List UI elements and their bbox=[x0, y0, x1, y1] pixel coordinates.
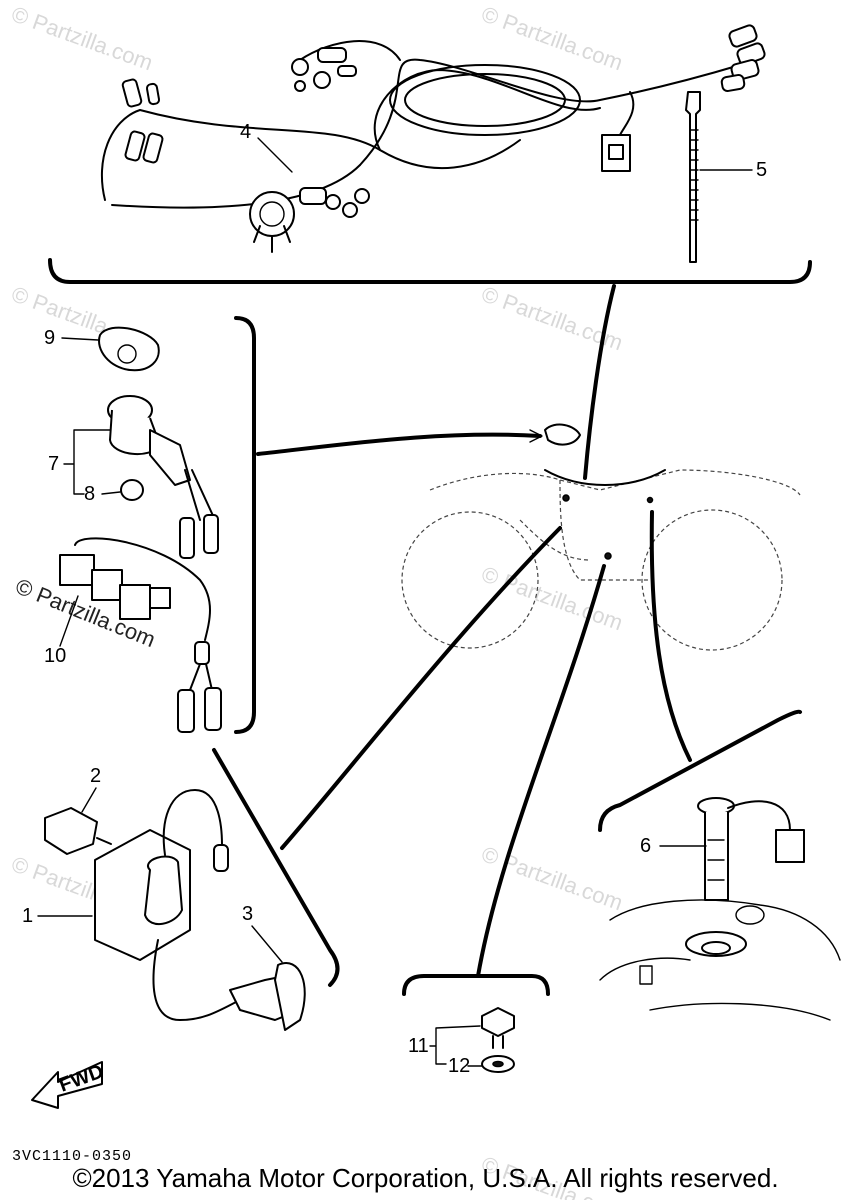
svg-text:© Partzilla.com: © Partzilla.com bbox=[8, 1, 156, 75]
svg-text:© Partzilla.com: © Partzilla.com bbox=[478, 1, 626, 75]
arrow-head bbox=[529, 429, 543, 443]
callout-6: 6 bbox=[640, 835, 651, 857]
leader-coil bbox=[280, 526, 562, 850]
callout-11: 11 bbox=[408, 1035, 429, 1057]
cable-tie bbox=[685, 91, 701, 263]
bolt-bracket bbox=[402, 974, 550, 996]
svg-text:© Partzilla.com: © Partzilla.com bbox=[478, 281, 626, 355]
bolt-washer bbox=[481, 1007, 515, 1073]
callout-3: 3 bbox=[242, 903, 253, 925]
leader-harness bbox=[583, 284, 616, 480]
ignition-coil bbox=[44, 789, 306, 1031]
fwd-arrow: FWD bbox=[31, 1060, 107, 1109]
catalog-code: 3VC1110-0350 bbox=[12, 1148, 133, 1165]
parts-7-10 bbox=[59, 326, 222, 733]
copyright-notice: ©2013 Yamaha Motor Corporation, U.S.A. A… bbox=[72, 1163, 779, 1193]
callout-7: 7 bbox=[48, 453, 59, 475]
callout-8: 8 bbox=[84, 483, 95, 505]
coil-bracket bbox=[212, 748, 340, 987]
fuel-sensor bbox=[599, 797, 841, 1021]
callout-4: 4 bbox=[240, 121, 251, 143]
callout-12: 12 bbox=[448, 1055, 470, 1077]
callout-10: 10 bbox=[44, 645, 66, 667]
callout-2: 2 bbox=[90, 765, 101, 787]
svg-text:FWD: FWD bbox=[56, 1060, 106, 1096]
sensor-bracket bbox=[598, 709, 802, 832]
harness-bracket bbox=[48, 258, 812, 284]
leader-bolt bbox=[476, 564, 606, 978]
motorcycle-outline bbox=[401, 423, 801, 651]
left-bracket bbox=[234, 316, 256, 734]
callout-5: 5 bbox=[756, 159, 767, 181]
callout-1: 1 bbox=[22, 905, 33, 927]
callout-9: 9 bbox=[44, 327, 55, 349]
leader-left-bracket bbox=[256, 432, 542, 456]
callout-labels: 1 2 3 4 5 6 7 8 9 10 11 12 bbox=[22, 121, 767, 1077]
wire-harness bbox=[100, 24, 766, 253]
leader-sensor bbox=[649, 510, 692, 762]
